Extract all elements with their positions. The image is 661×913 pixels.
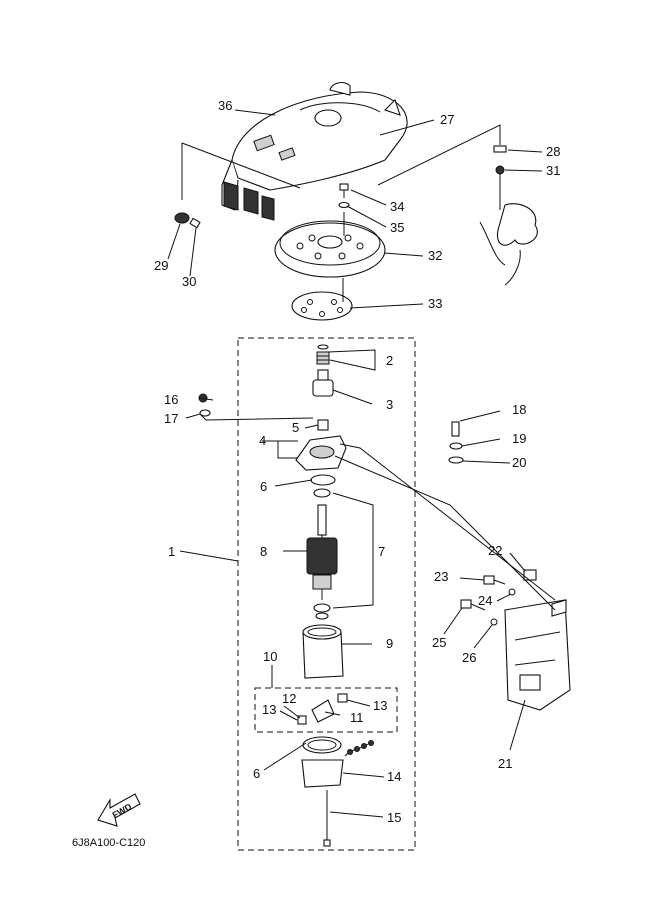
callout-13b: 13 (373, 698, 387, 713)
callout-6a: 6 (260, 479, 267, 494)
callout-27: 27 (440, 112, 454, 127)
callout-24: 24 (478, 593, 492, 608)
callout-13a: 13 (262, 702, 276, 717)
callout-35: 35 (390, 220, 404, 235)
starter-assembly-box (237, 337, 416, 851)
callout-15: 15 (387, 810, 401, 825)
callout-4: 4 (259, 433, 266, 448)
callout-17: 17 (164, 411, 178, 426)
callout-26: 26 (462, 650, 476, 665)
callout-6b: 6 (253, 766, 260, 781)
bolt-34 (338, 183, 350, 209)
diagram-code: 6J8A100-C120 (72, 837, 145, 849)
washer-7-bottom (313, 603, 331, 613)
yoke (302, 624, 344, 679)
callout-8: 8 (260, 544, 267, 559)
through-bolt (323, 790, 331, 847)
grommet-29 (174, 212, 201, 229)
fwd-arrow-icon: FWD (97, 793, 141, 827)
callout-11: 11 (350, 710, 364, 725)
armature (306, 504, 338, 600)
callout-3: 3 (386, 397, 393, 412)
upper-bracket (295, 419, 347, 471)
callout-22: 22 (488, 543, 502, 558)
callout-14: 14 (387, 769, 401, 784)
callout-9: 9 (386, 636, 393, 651)
brush-holder-box (254, 687, 398, 733)
callout-29: 29 (154, 258, 168, 273)
callout-1: 1 (168, 544, 175, 559)
lower-cover (301, 736, 374, 788)
callout-12: 12 (282, 691, 296, 706)
callout-28: 28 (546, 144, 560, 159)
callout-21: 21 (498, 756, 512, 771)
callout-labels: 36 27 28 31 34 35 32 29 30 33 2 3 16 17 … (154, 98, 560, 825)
callout-23: 23 (434, 569, 448, 584)
bolt-18 (448, 421, 464, 464)
callout-31: 31 (546, 163, 560, 178)
plate (291, 291, 353, 321)
pinion (312, 369, 334, 397)
brush-holder (297, 693, 348, 725)
washer-7-top (313, 488, 331, 498)
callout-33: 33 (428, 296, 442, 311)
callout-25: 25 (432, 635, 446, 650)
callout-20: 20 (512, 455, 526, 470)
washer-7-small (315, 612, 329, 620)
callout-7: 7 (378, 544, 385, 559)
callout-10: 10 (263, 649, 277, 664)
callout-34: 34 (390, 199, 404, 214)
flywheel (274, 220, 386, 278)
pinion-spring (316, 344, 330, 365)
callout-5: 5 (292, 420, 299, 435)
callout-2: 2 (386, 353, 393, 368)
callout-16: 16 (164, 392, 178, 407)
callout-19: 19 (512, 431, 526, 446)
callout-18: 18 (512, 402, 526, 417)
leader-lines (167, 109, 556, 818)
callout-36: 36 (218, 98, 232, 113)
starter-bracket (504, 599, 571, 711)
callout-30: 30 (182, 274, 196, 289)
washer-6 (310, 474, 336, 486)
bracket-clip (479, 145, 538, 286)
bolt-16 (198, 393, 211, 417)
callout-32: 32 (428, 248, 442, 263)
flywheel-cover (221, 81, 408, 221)
